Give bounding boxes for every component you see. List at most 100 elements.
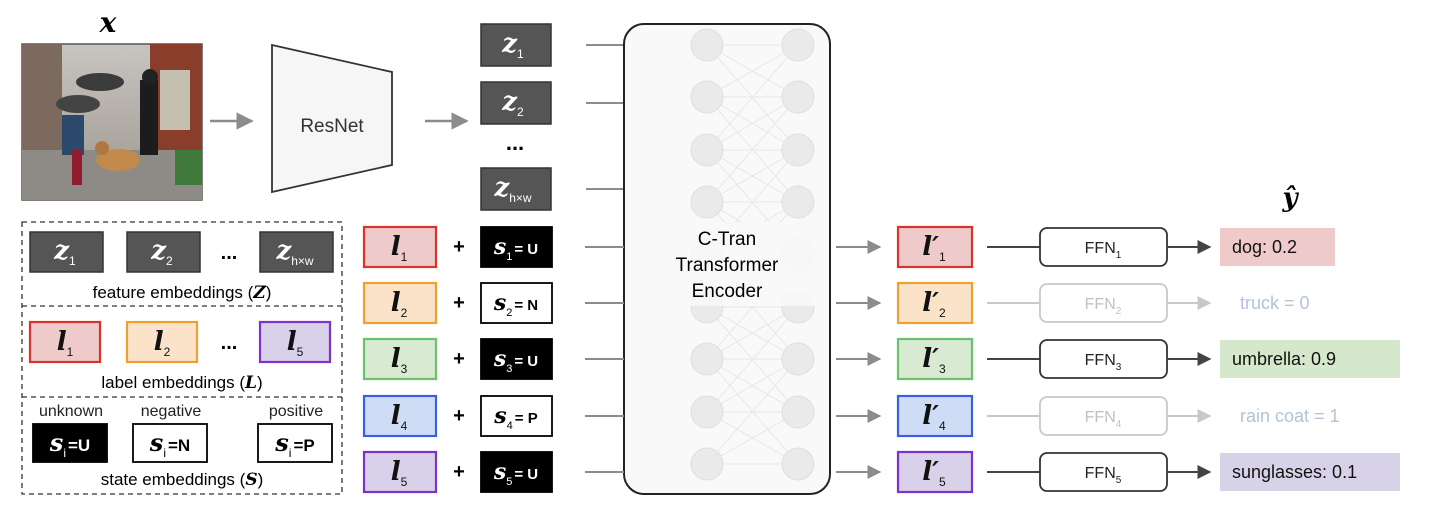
encoder-node xyxy=(690,28,724,62)
encoder-node xyxy=(781,28,815,62)
transformer-encoder: C-Tran Transformer Encoder xyxy=(623,23,831,495)
input-image-label: x xyxy=(99,6,117,39)
legend-state-token-label: si=N xyxy=(149,428,190,460)
legend-label-ellipsis: ... xyxy=(221,332,238,354)
output-token-box xyxy=(896,281,974,325)
legend-feature-caption: feature embeddings (Z) xyxy=(93,283,272,303)
encoder-label-line3: Encoder xyxy=(692,281,763,302)
state-token-label: s2= N xyxy=(493,290,538,319)
output-token-label: l′3 xyxy=(922,344,946,376)
encoder-label-line2: Transformer xyxy=(676,255,779,276)
output-token-label: l′5 xyxy=(922,457,946,489)
label-token-label: l1 xyxy=(391,232,408,264)
state-token-box xyxy=(480,395,553,437)
legend-label-caption: label embeddings (L) xyxy=(101,373,262,393)
legend-feature-token-label: zh×w xyxy=(275,236,313,268)
encoder-node xyxy=(690,395,724,429)
legend-state-title: negative xyxy=(141,403,202,420)
feature-ellipsis: ... xyxy=(506,130,524,155)
state-token-label: s3= U xyxy=(493,346,538,375)
encoder-node xyxy=(781,342,815,376)
legend-feature-token xyxy=(126,231,201,273)
legend-state-token-label: si=P xyxy=(274,428,314,460)
feature-token-box xyxy=(480,167,552,211)
legend-label-token-label: l2 xyxy=(154,327,171,359)
encoder-node xyxy=(781,185,815,219)
output-token-box xyxy=(896,225,974,269)
legend-label-token-label: l1 xyxy=(57,327,74,359)
resnet-block xyxy=(271,43,393,194)
feature-token-box xyxy=(480,81,552,125)
feature-token-label: z1 xyxy=(501,29,524,61)
feature-token-column: z1 z2 zh×w xyxy=(480,23,624,211)
ffn-label: FFN2 xyxy=(1085,296,1122,317)
prediction-text-unknown: truck = 0 xyxy=(1240,293,1310,313)
label-token-box xyxy=(362,281,438,325)
ffn-label: FFN5 xyxy=(1085,465,1122,486)
prediction-text-unknown: rain coat = 1 xyxy=(1240,406,1340,426)
ffn-label: FFN3 xyxy=(1085,352,1122,373)
prediction-box xyxy=(1220,228,1335,266)
legend-state-token xyxy=(257,423,333,463)
legend-state-embeddings: unknownsi=Unegativesi=Npositivesi=Pstate… xyxy=(32,403,333,490)
label-token-label: l5 xyxy=(391,457,408,489)
resnet-label: ResNet xyxy=(300,116,364,137)
state-token-box xyxy=(480,338,553,380)
prediction-label: ŷ xyxy=(1281,183,1299,213)
encoder-node xyxy=(690,185,724,219)
legend-state-title: positive xyxy=(269,403,323,420)
output-token-box xyxy=(896,337,974,381)
encoder-node xyxy=(781,447,815,481)
legend-state-token-label: si=U xyxy=(49,428,90,460)
state-token-box xyxy=(480,282,553,324)
state-token-box xyxy=(480,226,553,268)
legend-state-token xyxy=(32,423,108,463)
label-token-box xyxy=(362,450,438,494)
feature-token-label: zh×w xyxy=(493,173,531,205)
ffn-label: FFN4 xyxy=(1085,409,1122,430)
input-photo xyxy=(21,43,203,201)
encoder-label-line1: C-Tran xyxy=(698,229,756,250)
prediction-text: sunglasses: 0.1 xyxy=(1232,462,1357,482)
output-token-box xyxy=(896,394,974,438)
label-token-rows: l1+s1= Ul2+s2= Nl3+s3= Ul4+s4= Pl5+s5= U xyxy=(362,225,624,494)
state-token-label: s5= U xyxy=(493,459,538,488)
encoder-node xyxy=(690,133,724,167)
feature-token-label: z2 xyxy=(501,87,524,119)
output-token-label: l′2 xyxy=(922,288,946,320)
ffn-label: FFN1 xyxy=(1085,240,1122,261)
state-token-box xyxy=(480,451,553,493)
legend-label-token xyxy=(28,320,102,364)
state-token-label: s1= U xyxy=(493,234,538,263)
encoder-node xyxy=(781,133,815,167)
label-token-label: l4 xyxy=(391,401,408,433)
prediction-box xyxy=(1220,453,1400,491)
plus-sign: + xyxy=(453,236,465,258)
prediction-box xyxy=(1220,340,1400,378)
legend-label-embeddings: l1 l2 l5... label embeddings (L) xyxy=(28,320,332,393)
plus-sign: + xyxy=(453,348,465,370)
prediction-text: dog: 0.2 xyxy=(1232,237,1297,257)
output-token-label: l′1 xyxy=(922,232,946,264)
plus-sign: + xyxy=(453,461,465,483)
legend-feature-token-label: z1 xyxy=(53,236,76,268)
encoder-node xyxy=(690,447,724,481)
plus-sign: + xyxy=(453,292,465,314)
legend-state-title: unknown xyxy=(39,403,103,420)
encoder-node xyxy=(781,395,815,429)
encoder-node xyxy=(781,80,815,114)
output-token-label: l′4 xyxy=(922,401,946,433)
label-token-label: l3 xyxy=(391,344,408,376)
label-token-box xyxy=(362,225,438,269)
legend-label-token xyxy=(258,320,332,364)
legend-state-token xyxy=(132,423,208,463)
label-token-box xyxy=(362,394,438,438)
legend-label-token-label: l5 xyxy=(287,327,304,359)
plus-sign: + xyxy=(453,405,465,427)
legend-feature-token xyxy=(259,231,334,273)
output-token-box xyxy=(896,450,974,494)
label-token-box xyxy=(362,337,438,381)
